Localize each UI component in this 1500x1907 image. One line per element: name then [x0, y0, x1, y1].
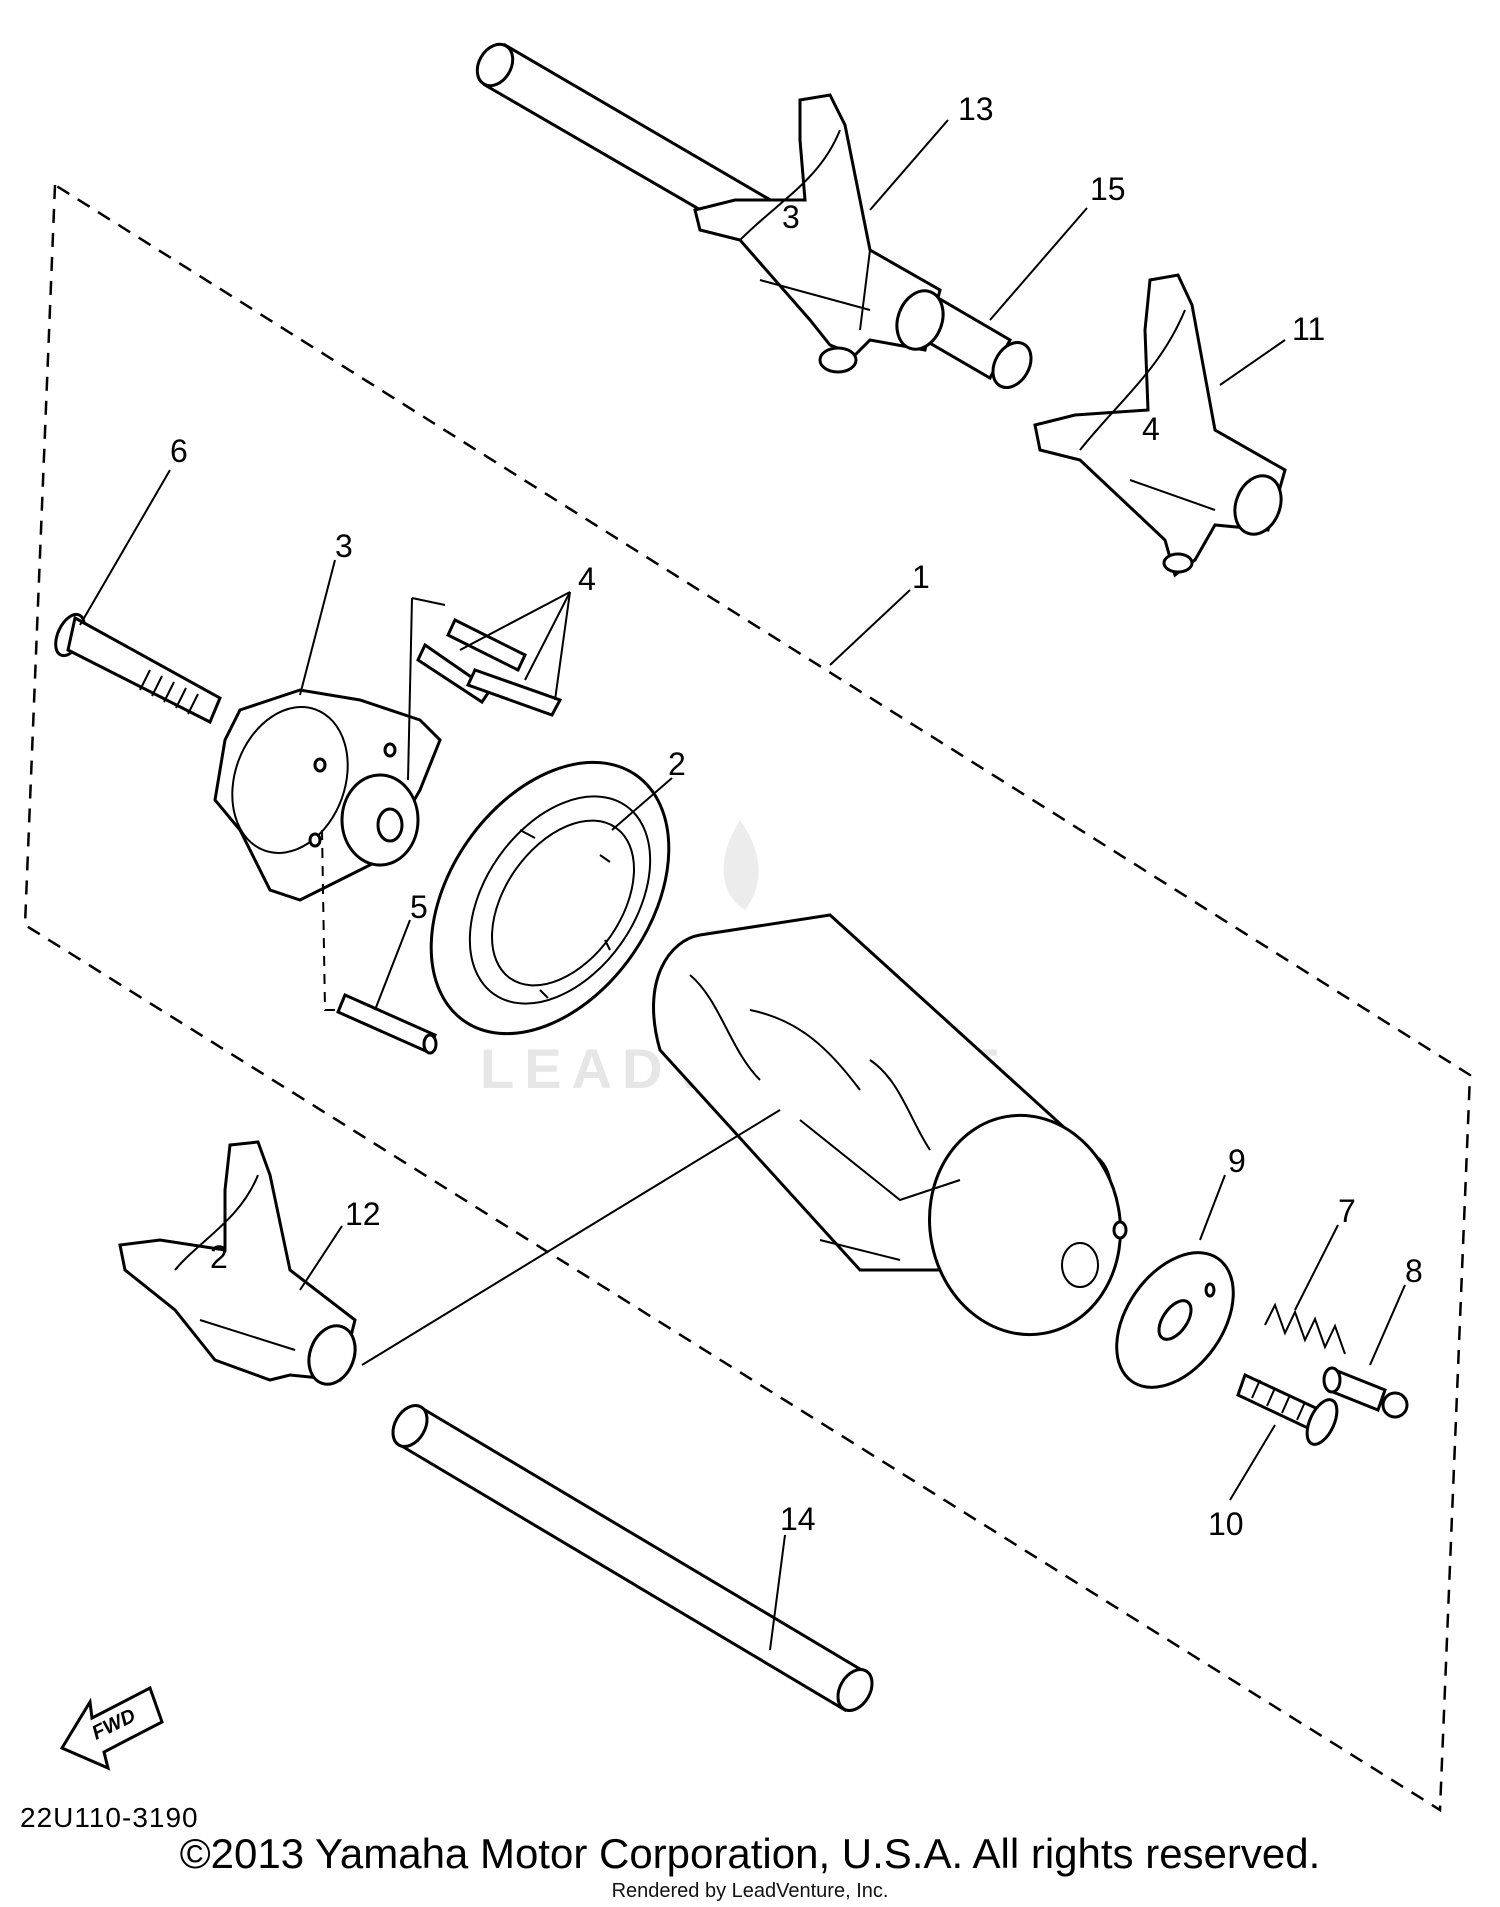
diagram-code: 22U110-3190 [20, 1802, 199, 1833]
part-label-15: 15 [1090, 171, 1126, 207]
shift-fork-shaft-14 [391, 1404, 874, 1713]
part-label-7: 7 [1338, 1193, 1356, 1229]
part-label-10: 10 [1208, 1506, 1244, 1542]
fwd-arrow-icon: FWD [59, 1685, 164, 1771]
shift-fork-11: 4 [1033, 273, 1287, 578]
part-label-8: 8 [1405, 1253, 1423, 1289]
pins-4 [321, 597, 563, 1011]
bearing-2 [429, 760, 671, 1036]
leader-lines [79, 119, 1406, 1651]
part-label-12: 12 [345, 1196, 381, 1232]
stopper-pin-8 [1322, 1366, 1409, 1419]
stopper-plate-9 [1115, 1251, 1235, 1389]
segment-3 [213, 688, 442, 902]
part-label-1: 1 [912, 559, 930, 595]
part-label-14: 14 [780, 1501, 816, 1537]
part-label-3: 3 [335, 528, 353, 564]
shift-fork-12: 2 [118, 1140, 357, 1386]
assembly-outline [23, 183, 1472, 1813]
part-labels: 13 15 11 6 3 4 1 2 5 9 7 8 10 12 14 [170, 91, 1423, 1542]
fork-12-mark: 2 [210, 1239, 228, 1275]
fork-11-mark: 4 [1142, 411, 1160, 447]
part-label-2: 2 [668, 746, 686, 782]
part-label-4: 4 [578, 561, 596, 597]
part-label-9: 9 [1228, 1143, 1246, 1179]
part-label-11: 11 [1292, 311, 1325, 347]
spring-7 [1264, 1302, 1346, 1355]
fork-13-mark: 3 [782, 199, 800, 235]
part-label-13: 13 [958, 91, 994, 127]
shift-cam-1 [652, 913, 1128, 1337]
part-label-5: 5 [410, 889, 428, 925]
rendered-by-notice: Rendered by LeadVenture, Inc. [611, 1880, 889, 1902]
part-label-6: 6 [170, 433, 188, 469]
shift-fork-13: 3 [693, 93, 945, 374]
screw-6 [54, 612, 222, 725]
pin-5 [336, 993, 438, 1055]
copyright-notice: ©2013 Yamaha Motor Corporation, U.S.A. A… [179, 1830, 1321, 1877]
screw-10 [1236, 1372, 1339, 1446]
